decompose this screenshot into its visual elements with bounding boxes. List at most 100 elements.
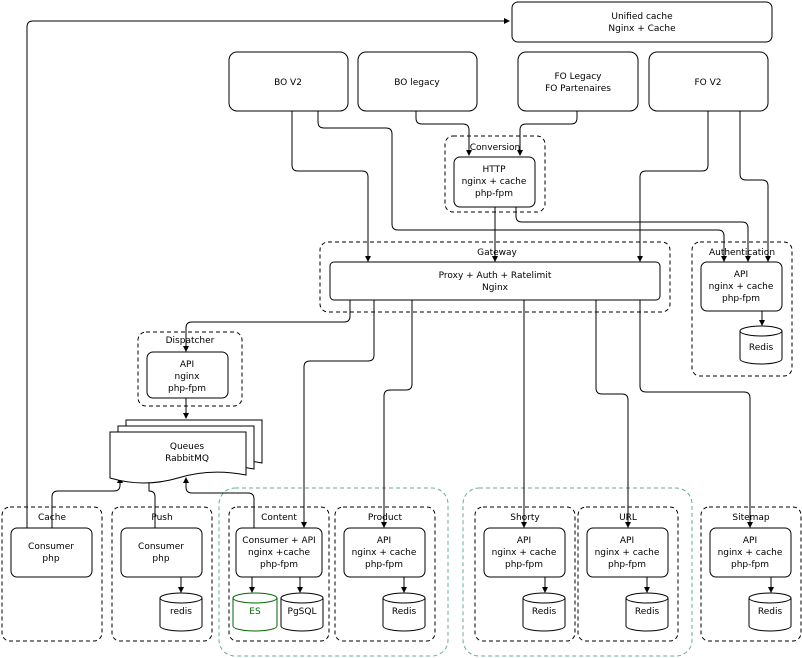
content-pgsql-label: PgSQL [288,607,317,617]
product-api-line-3: php-fpm [365,560,403,570]
auth-redis-db: Redis [739,325,783,365]
sitemap-api-line-3: php-fpm [731,560,769,570]
unified-cache-node: Unified cache Nginx + Cache [511,1,773,43]
authentication-group: Authentication [691,241,793,377]
fo-legacy-node: FO Legacy FO Partenaires [517,51,639,112]
dispatcher-api-node: API nginx php-fpm [146,351,229,399]
edge-fov2-to-auth [739,111,771,262]
url-redis-db: Redis [625,592,669,632]
dispatcher-group-label: Dispatcher [166,336,215,346]
shorty-redis-label: Redis [532,607,557,617]
fo-v2-label: FO V2 [694,78,721,88]
product-api-line-2: nginx + cache [352,548,417,558]
queues-line-2: RabbitMQ [165,454,209,464]
shorty-group: Shorty [474,506,576,642]
shorty-group-label: Shorty [510,513,540,523]
queues-node: Queues RabbitMQ [109,419,263,484]
edge-folegacy-to-http [517,111,578,156]
product-api-node: API nginx + cache php-fpm [343,527,426,578]
bo-v2-node: BO V2 [228,51,349,112]
url-api-line-1: API [620,536,634,546]
edge-gateway-to-url [595,300,631,528]
edge-push-to-queues [146,477,156,528]
edge-bolegacy-to-http [415,111,472,156]
edge-content-to-queues [183,477,255,528]
shorty-url-cluster [462,487,693,657]
edge-gateway-to-sitemap [639,300,753,528]
push-consumer-node: Consumer php [120,527,203,578]
cache-consumer-line-2: php [42,554,59,564]
auth-redis-label: Redis [749,343,774,353]
auth-api-line-3: php-fpm [722,294,760,304]
edge-gateway-to-content [301,300,375,528]
dispatcher-api-line-2: nginx [175,372,201,382]
http-node: HTTP nginx + cache php-fpm [453,156,536,208]
edge-bov2-to-gateway [291,111,371,262]
sitemap-group: Sitemap [700,506,802,642]
dispatcher-api-line-3: php-fpm [168,384,206,394]
fo-v2-node: FO V2 [648,51,769,112]
authentication-group-label: Authentication [709,248,775,258]
shorty-api-line-1: API [517,536,531,546]
edge-http-to-auth [515,207,751,262]
bo-v2-label: BO V2 [274,78,302,88]
url-redis-label: Redis [635,607,660,617]
push-consumer-line-2: php [152,554,169,564]
gateway-group-label: Gateway [477,248,517,258]
content-pgsql-db: PgSQL [280,592,324,632]
edge-bov2-to-auth [317,111,727,262]
sitemap-api-line-2: nginx + cache [718,548,783,558]
unified-cache-line-1: Unified cache [611,12,673,22]
content-es-label: ES [249,607,261,617]
content-group-label: Content [261,513,297,523]
http-line-2: nginx + cache [462,177,527,187]
bo-legacy-node: BO legacy [357,51,478,112]
product-redis-label: Redis [392,607,417,617]
auth-api-line-1: API [734,270,748,280]
push-group: Push [111,506,213,642]
content-es-db: ES [232,592,278,632]
edge-gateway-to-dispatcher [183,300,351,352]
url-api-line-2: nginx + cache [595,548,660,558]
auth-api-line-2: nginx + cache [709,282,774,292]
dispatcher-group: Dispatcher [137,331,243,407]
sitemap-redis-label: Redis [758,607,783,617]
dispatcher-api-line-1: API [180,360,194,370]
content-api-line-2: nginx +cache [248,548,310,558]
shorty-api-line-3: php-fpm [505,560,543,570]
edge-cache-to-unified [26,18,510,528]
bo-legacy-label: BO legacy [394,78,440,88]
content-api-node: Consumer + API nginx +cache php-fpm [235,527,323,578]
product-group: Product [334,506,436,642]
auth-api-node: API nginx + cache php-fpm [700,261,783,312]
push-group-label: Push [151,513,172,523]
product-api-line-1: API [377,536,391,546]
product-redis-db: Redis [382,592,426,632]
content-api-line-1: Consumer + API [242,536,315,546]
push-redis-db: redis [159,592,203,632]
sitemap-redis-db: Redis [748,592,792,632]
gateway-proxy-node: Proxy + Auth + Ratelimit Nginx [329,261,661,301]
edge-gateway-to-product [381,300,413,528]
content-group: Content [228,506,330,642]
connectors [26,18,774,593]
edge-cache-to-queues [51,477,123,528]
push-consumer-line-1: Consumer [138,542,184,552]
fo-legacy-line-2: FO Partenaires [545,84,611,94]
cache-consumer-node: Consumer php [10,527,93,578]
product-group-label: Product [368,513,403,523]
sitemap-api-node: API nginx + cache php-fpm [709,527,792,578]
shorty-api-node: API nginx + cache php-fpm [483,527,566,578]
gateway-proxy-line-1: Proxy + Auth + Ratelimit [439,271,552,281]
queues-line-1: Queues [170,442,205,452]
edge-fov2-to-gateway [637,111,709,262]
url-api-line-3: php-fpm [608,560,646,570]
http-line-1: HTTP [482,165,506,175]
shorty-redis-db: Redis [522,592,566,632]
url-api-node: API nginx + cache php-fpm [586,527,669,578]
content-api-line-3: php-fpm [260,560,298,570]
sitemap-api-line-1: API [743,536,757,546]
gateway-proxy-line-2: Nginx [482,283,509,293]
fo-legacy-line-1: FO Legacy [554,72,602,82]
